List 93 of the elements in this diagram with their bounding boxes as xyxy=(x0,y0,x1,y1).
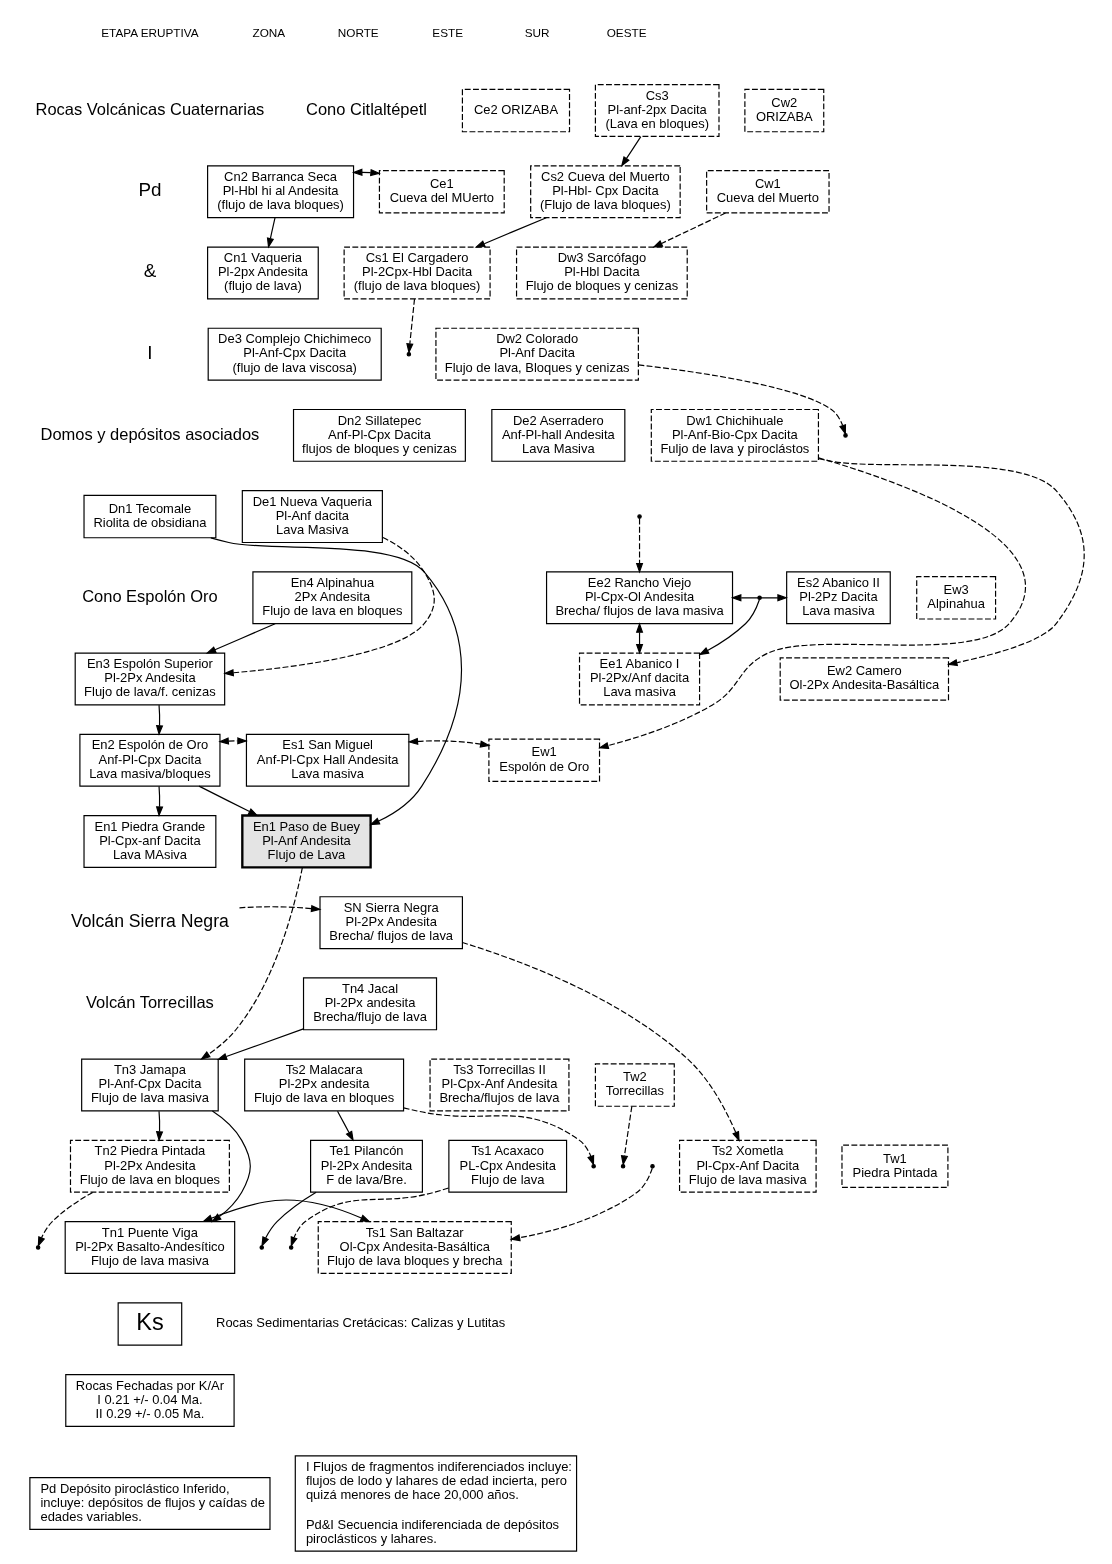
arrow xyxy=(620,1105,632,1166)
node-box: Cs3 Pl-anf-2px Dacita (Lava en bloques) xyxy=(594,84,720,138)
node-box: Cw1 Cueva del Muerto xyxy=(705,170,830,214)
node-label: Rocas Sedimentarias Cretácicas: Calizas y Lutitas xyxy=(215,1315,505,1331)
arrow xyxy=(217,737,248,745)
arrow xyxy=(266,217,276,249)
arrow xyxy=(260,1191,317,1248)
node-box: Cs2 Cueva del Muerto Pl-Hbl- Cpx Dacita (Flujo de lava bloques) xyxy=(529,165,681,219)
node-box: Ce1 Cueva del MUerto xyxy=(378,170,505,214)
arrow xyxy=(155,704,163,736)
arrow xyxy=(222,536,435,677)
arrow xyxy=(336,1110,354,1142)
node-box: En2 Espolón de Oro Anf-Pl-Cpx Dacita Lava masiva/bloques xyxy=(78,733,221,787)
node-box: Ts2 Xometla Pl-Cpx-Anf Dacita Flujo de lava masiva xyxy=(678,1139,817,1193)
node-box: Dw2 Colorado Pl-Anf Dacita Flujo de lava, Bloques y cenizas xyxy=(434,327,639,381)
arrow xyxy=(290,1187,449,1248)
node-box: Cn2 Barranca Seca Pl-Hbl hi al Andesita (flujo de lava bloques) xyxy=(206,165,354,219)
node-text: Volcán Sierra Negra xyxy=(70,910,229,931)
node-box: Dw3 Sarcófago Pl-Hbl Dacita Flujo de bloques y cenizas xyxy=(515,246,688,300)
node-box: Es1 San Miguel Anf-Pl-Cpx Hall Andesita Lava masiva xyxy=(245,733,409,787)
label: OESTE xyxy=(606,25,647,39)
arrow xyxy=(205,623,276,654)
label: & xyxy=(143,260,156,282)
node-box: SN Sierra Negra Pl-2Px Andesita Brecha/ flujos de lava xyxy=(318,896,463,950)
arrow xyxy=(238,904,322,913)
node-box: Ew1 Espolón de Oro xyxy=(487,738,600,782)
label: ZONA xyxy=(251,25,285,39)
node-box: Ee2 Rancho Viejo Pl-Cpx-Ol Andesita Brecha/ flujos de lava masiva xyxy=(545,571,733,625)
label: SUR xyxy=(524,25,550,39)
node-box: Tn1 Puente Viga Pl-2Px Basalto-Andesítico Flujo de lava masiva xyxy=(64,1221,235,1274)
arrow xyxy=(402,1107,594,1167)
node-box: Es2 Abanico II Pl-2Pz Dacita Lava masiva xyxy=(785,571,891,625)
node-box: Pd Depósito piroclástico Inferido, incluye: depósitos de flujos y caídas de edades variables. xyxy=(28,1477,271,1530)
arrow xyxy=(216,1028,304,1061)
arrow xyxy=(730,594,788,602)
node-box: En4 Alpinahua 2Px Andesita Flujo de lava en bloques xyxy=(251,571,412,625)
arrow xyxy=(509,1167,653,1242)
label: Pd xyxy=(137,179,161,201)
arrow xyxy=(698,599,760,656)
node-box: De3 Complejo Chichimeco Pl-Anf-Cpx Dacita (flujo de lava viscosa) xyxy=(207,327,382,381)
arrow xyxy=(597,457,1026,750)
label: Cono Citlaltépetl xyxy=(305,99,427,118)
node-box: Tn3 Jamapa Pl-Anf-Cpx Dacita Flujo de lava masiva xyxy=(80,1058,219,1112)
node-box: Cs1 El Cargadero Pl-2Cpx-Hbl Dacita (flujo de lava bloques) xyxy=(343,246,491,300)
label: ESTE xyxy=(431,25,463,39)
node-box: Ts1 San Baltazar Ol-Cpx Andesita-Basáltica Flujo de lava bloques y brecha xyxy=(317,1221,512,1274)
arrow xyxy=(635,518,643,574)
label: Volcán Torrecillas xyxy=(85,993,214,1012)
node-box: Ts1 Acaxaco PL-Cpx Andesita Flujo de lava xyxy=(447,1139,567,1193)
node-box: Tn4 Jacal Pl-2Px andesita Brecha/flujo de lava xyxy=(302,977,437,1031)
node-box: Ee1 Abanico I Pl-2Px/Anf dacita Lava masiva xyxy=(578,652,700,706)
node-box: En3 Espolón Superior Pl-2Px Andesita Flujo de lava/f. cenizas xyxy=(74,652,225,706)
arrow xyxy=(461,941,740,1142)
node-box: Ew2 Camero Ol-2Px Andesita-Basáltica xyxy=(779,657,949,701)
node-box: Ce2 ORIZABA xyxy=(461,88,570,133)
arrow xyxy=(155,1110,163,1142)
arrow xyxy=(197,785,259,817)
arrow xyxy=(651,212,726,248)
arrow xyxy=(637,364,846,436)
node-box: De1 Nueva Vaqueria Pl-Anf dacita Lava Masiva xyxy=(241,490,383,544)
label: Cono Espolón Oro xyxy=(81,587,218,606)
node-box: Dn2 Sillatepec Anf-Pl-Cpx Dacita flujos de bloques y cenizas xyxy=(292,408,466,462)
node-box: Ks xyxy=(117,1302,182,1346)
node-box: Rocas Fechadas por K/Ar I 0.21 +/- 0.04 Ma. II 0.29 +/- 0.05 Ma. xyxy=(64,1374,235,1427)
node-box: En1 Piedra Grande Pl-Cpx-anf Dacita Lava MAsiva xyxy=(82,814,216,868)
node-box: Te1 Pilancón Pl-2Px Andesita F de lava/Bre. xyxy=(309,1139,423,1193)
node-box: Tw2 Torrecillas xyxy=(594,1063,675,1107)
label: NORTE xyxy=(337,25,379,39)
label: Rocas Volcánicas Cuaternarias xyxy=(35,99,264,118)
node-box: Tw1 Piedra Pintada xyxy=(840,1144,948,1189)
node-box: Cn1 Vaqueria Pl-2px Andesita (flujo de lava) xyxy=(206,246,319,300)
node-box: Ts3 Torrecillas II Pl-Cpx-Anf Andesita Brecha/flujos de lava xyxy=(428,1058,569,1112)
node-box: Ts2 Malacara Pl-2Px andesita Flujo de lava en bloques xyxy=(243,1058,404,1112)
arrow xyxy=(155,785,163,817)
arrow xyxy=(407,737,491,748)
node-box: Tn2 Piedra Pintada Pl-2Px Andesita Flujo de lava en bloques xyxy=(69,1139,230,1193)
arrow xyxy=(199,867,303,1060)
node-box: Dn1 Tecomale Riolita de obsidiana xyxy=(82,494,216,539)
arrow xyxy=(209,537,462,826)
arrow xyxy=(620,136,641,167)
node-box: I Flujos de fragmentos indiferenciados incluye: flujos de lodo y lahares de edad incierta, pero quizá menores de hace 20,000 años. Pd&I Secuencia indiferenciada de depósitos piroclásticos y lahares. xyxy=(294,1455,577,1552)
arrow xyxy=(405,298,415,354)
node-box: Ew3 Alpinahua xyxy=(915,576,996,620)
node-box: En1 Paso de Buey Pl-Anf Andesita Flujo de Lava xyxy=(240,814,372,869)
label: I xyxy=(146,341,153,363)
arrow xyxy=(474,217,547,248)
arrow xyxy=(817,458,1085,667)
node-box: Dw1 Chichihuale Pl-Anf-Bio-Cpx Dacita Fuljo de lava y piroclástos xyxy=(650,408,819,462)
arrow xyxy=(37,1191,93,1248)
node-box: De2 Aserradero Anf-Pl-hall Andesita Lava Masiva xyxy=(490,408,625,462)
label: Domos y depósitos asociados xyxy=(40,424,259,443)
node-box: Cw2 ORIZABA xyxy=(743,88,824,133)
label: ETAPA ERUPTIVA xyxy=(100,25,199,39)
